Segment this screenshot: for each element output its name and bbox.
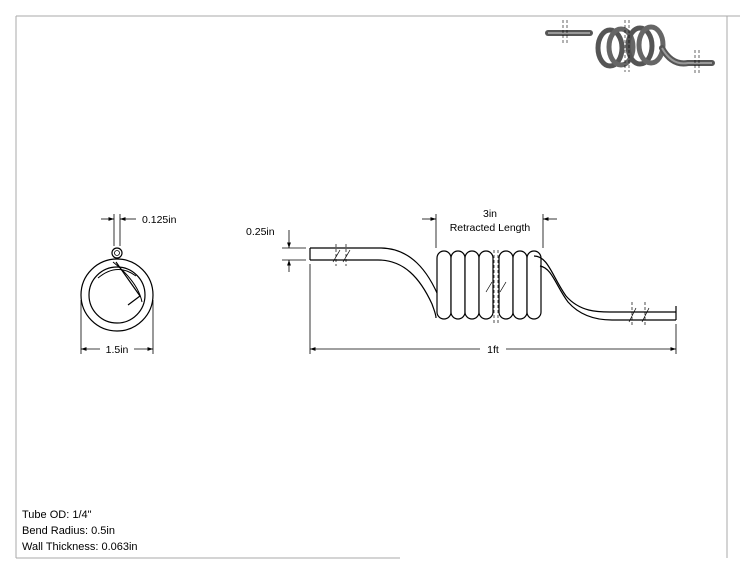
tube-dim-label: 0.25in	[246, 226, 275, 238]
coil-left	[436, 250, 494, 320]
wall-thickness-spec: Wall Thickness: 0.063in	[22, 541, 138, 553]
front-view: 0.125in 1.5in	[80, 214, 177, 356]
coil-right	[498, 250, 542, 320]
outer-dim-label: 1.5in	[106, 344, 129, 356]
wire-dim-label: 0.125in	[142, 214, 177, 226]
length-dim-label: 1ft	[487, 344, 499, 356]
coil-dim-caption: Retracted Length	[450, 222, 531, 234]
right-tube	[533, 255, 677, 321]
break-marks	[335, 244, 646, 326]
outer-dimension	[80, 300, 154, 354]
coil-dimension	[422, 214, 557, 248]
coil-dim-label: 3in	[483, 208, 497, 220]
tube-dimension	[282, 230, 306, 272]
wire-dimension	[101, 214, 136, 246]
side-view: 0.25in 3in Retracted Length 1ft	[246, 208, 677, 356]
tube-od-spec: Tube OD: 1/4"	[22, 509, 92, 521]
iso-preview	[545, 20, 715, 74]
bend-radius-spec: Bend Radius: 0.5in	[22, 525, 115, 537]
left-tube	[309, 247, 445, 319]
length-dimension	[309, 264, 677, 354]
sheet-border	[15, 15, 740, 559]
